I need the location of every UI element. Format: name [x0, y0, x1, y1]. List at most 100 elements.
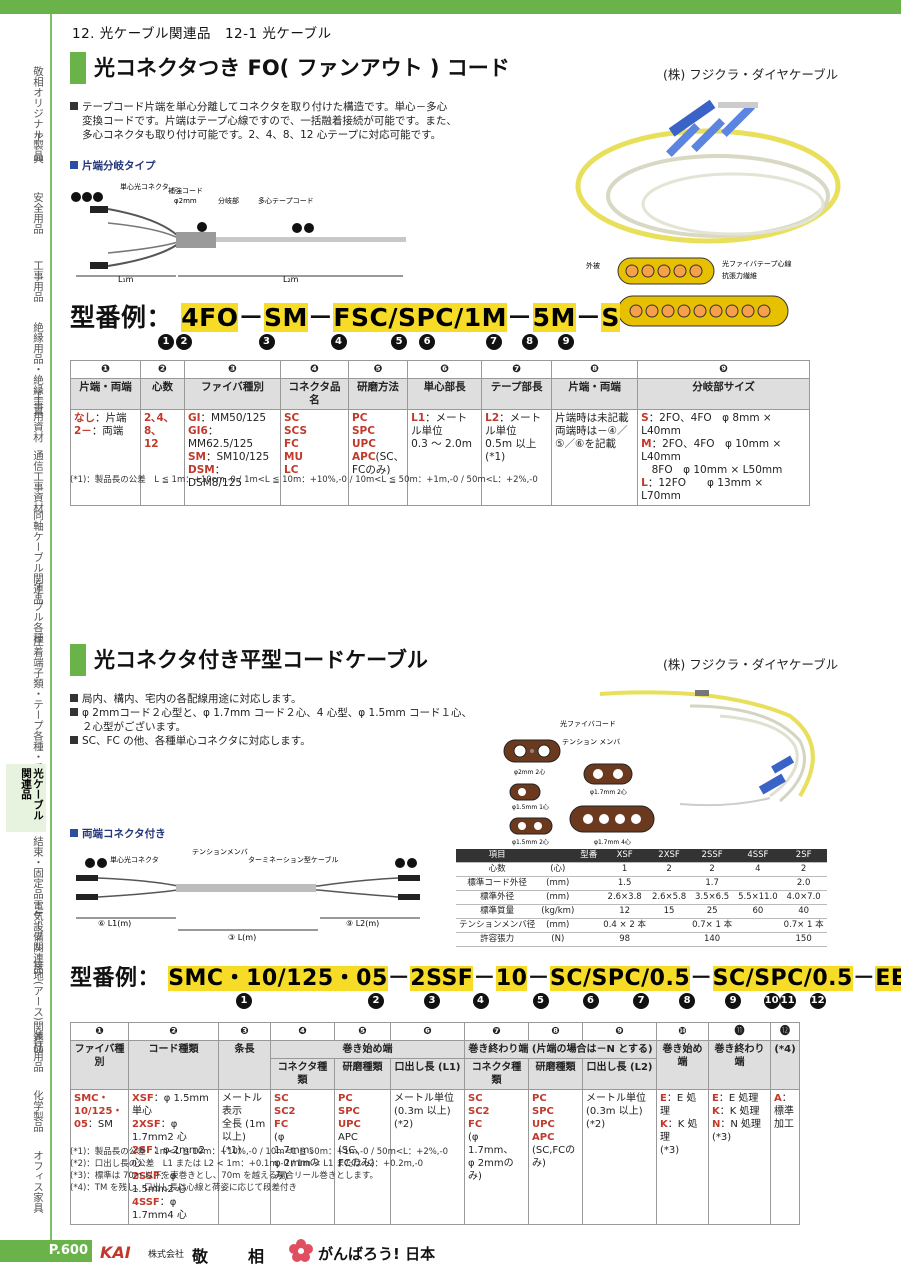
col-header: コネクタ種類	[464, 1058, 529, 1090]
polish: UPC	[338, 1119, 361, 1130]
spec-label: テンションメンバ径	[456, 918, 539, 933]
sidebar-item: 化学製品	[32, 1090, 44, 1132]
col-number: ❷	[140, 360, 185, 379]
col-header: コネクタ品名	[280, 378, 349, 410]
label-single-connector: 単心光コネクタ	[120, 182, 169, 191]
label-single-connector: 単心光コネクタ	[110, 855, 159, 864]
proc-desc: ：K 処理	[660, 1119, 698, 1143]
sidebar-item: 工事用資材	[32, 390, 44, 443]
company-name-1: 敬	[192, 1247, 209, 1266]
label-l: ③ L(m)	[228, 933, 256, 942]
label-outer: 外被	[586, 261, 600, 270]
bullet-square-icon	[70, 708, 78, 716]
sidebar-item: 通信工事資材	[32, 450, 44, 513]
connector: FC	[284, 438, 299, 450]
proc-code: K	[660, 1119, 668, 1130]
spec-value: 1.7	[689, 876, 736, 891]
spec-value	[735, 932, 781, 947]
connector: (φ 1.7mm、	[468, 1132, 514, 1156]
th-end-group: 巻き終わり端 (片端の場合は－N とする)	[464, 1040, 657, 1059]
section2-notes: (*1)：製品長の公差 1m<L ≦ 10m：+10%,-0 / 10m<L ≦…	[70, 1147, 448, 1193]
col-number: ❼	[464, 1022, 529, 1041]
spec-value: 1	[600, 862, 649, 877]
spec-label: 標準外径	[456, 890, 539, 905]
spec-value: 0.4 × 2 本	[600, 918, 649, 933]
col-number: ❺	[347, 360, 409, 379]
spec-header: 2XSF	[648, 849, 690, 863]
polish: UPC	[532, 1119, 555, 1130]
company-logo: KAI	[100, 1243, 131, 1262]
proc-desc: ：K 処理	[719, 1106, 760, 1117]
th-end-proc: 巻き終わり端	[708, 1040, 771, 1090]
col-number: ❶	[70, 1022, 129, 1041]
label-l2: L₂m	[283, 275, 299, 284]
model-code: 4FO－SM－FSC/SPC/1M－5M－S	[181, 303, 620, 332]
model-part: SC/SPC/	[712, 966, 813, 991]
spec-label: 標準コード外径	[456, 876, 539, 891]
sidebar-item: 同軸ケーブル関連品	[32, 510, 44, 605]
breadcrumb: 12. 光ケーブル関連品 12-1 光ケーブル	[72, 26, 332, 42]
proc-code: K	[712, 1106, 720, 1117]
polish: PC	[532, 1093, 547, 1104]
label-d1: φ2mm 2心	[514, 769, 545, 776]
proc-desc: (*3)	[660, 1145, 680, 1156]
spec-value: 40	[780, 904, 827, 919]
col-cores: 2､4､8､12	[140, 409, 185, 506]
col-l1: メートル単位(0.3m 以上)(*2)	[390, 1089, 465, 1225]
col-number: ❻	[390, 1022, 465, 1041]
model-part: 5M	[532, 303, 576, 332]
spec-blank	[577, 904, 601, 919]
col-number: ❹	[280, 360, 349, 379]
col-number: ❷	[128, 1022, 219, 1041]
sidebar-item: 絶縁用品・絶縁工具	[32, 322, 44, 417]
sidebar-item: 結束・固定品・ケーブル	[32, 836, 44, 952]
company-name-2: 相	[248, 1247, 265, 1266]
col-note4: A：標準加工	[770, 1089, 800, 1225]
spec-value: 2.6×5.8	[648, 890, 690, 905]
spec-value: 98	[600, 932, 649, 947]
flat-cord-cross-sections: 光ファイバコード テンション メンバ φ2mm 2心 φ1.7mm 2心 φ1.…	[503, 719, 655, 846]
subheading-text: 片端分岐タイプ	[82, 160, 156, 172]
spec-unit: (N)	[538, 932, 578, 947]
section2-title: 光コネクタ付き平型コードケーブル	[70, 644, 590, 676]
spec-value: 25	[689, 904, 736, 919]
model-part: －	[473, 966, 496, 991]
label-l1: L₁m	[118, 275, 134, 284]
spec-value: 140	[689, 932, 736, 947]
col-header: 単心部長	[407, 378, 483, 410]
spec-blank	[577, 918, 601, 933]
slogan: がんばろう! 日本	[318, 1245, 436, 1263]
connector: FC	[468, 1119, 483, 1130]
col-number: ❹	[270, 1022, 335, 1041]
th-start-group: 巻き始め端	[270, 1040, 465, 1059]
sidebar-item: 安全用品	[32, 192, 44, 234]
page-number: P.600	[0, 1240, 92, 1262]
col-fiber: SMC・10/125・05：SM	[70, 1089, 129, 1225]
flat-cord-diagram: 単心光コネクタ テンションメンバ ターミネーション型ケーブル ⑥ L1(m) ③…	[76, 848, 420, 942]
model-part: 0.5	[649, 966, 691, 991]
spec-header: 項目	[456, 849, 539, 863]
model-part: －	[507, 303, 533, 332]
callout-numbers	[85, 858, 417, 868]
proc-desc: ：E 処理	[660, 1093, 697, 1117]
th-note4: (*4)	[770, 1040, 800, 1090]
spec-blank	[577, 890, 601, 905]
col-ends2: 片端時は未記載両端時は－④／⑤／⑥を記載	[551, 409, 639, 506]
model-part: －	[575, 303, 602, 332]
section1-maker: (株) フジクラ・ダイヤケーブル	[663, 67, 839, 82]
col-header: 研磨種類	[528, 1058, 583, 1090]
spec-header: XSF	[600, 849, 649, 863]
branch-desc: 8FO φ 10mm × L50mm	[641, 464, 783, 476]
connector: SC	[284, 412, 300, 424]
spec-label: 標準質量	[456, 904, 539, 919]
spec-value: 2	[780, 862, 827, 877]
label-l2: ⑨ L2(m)	[346, 919, 379, 928]
col-l2: メートル単位(0.3m 以上)(*2)	[582, 1089, 657, 1225]
